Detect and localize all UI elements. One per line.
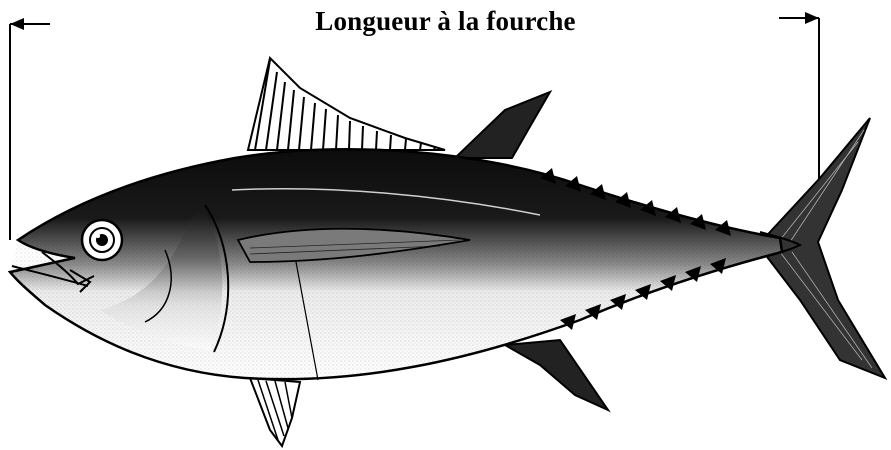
diagram-title: Longueur à la fourche <box>0 6 891 37</box>
first-dorsal-fin <box>248 58 445 150</box>
second-dorsal-fin <box>455 92 550 158</box>
pelvic-fin <box>250 378 300 446</box>
anal-fin <box>505 340 608 410</box>
measure-bracket-left <box>10 24 50 240</box>
eye <box>82 220 122 260</box>
